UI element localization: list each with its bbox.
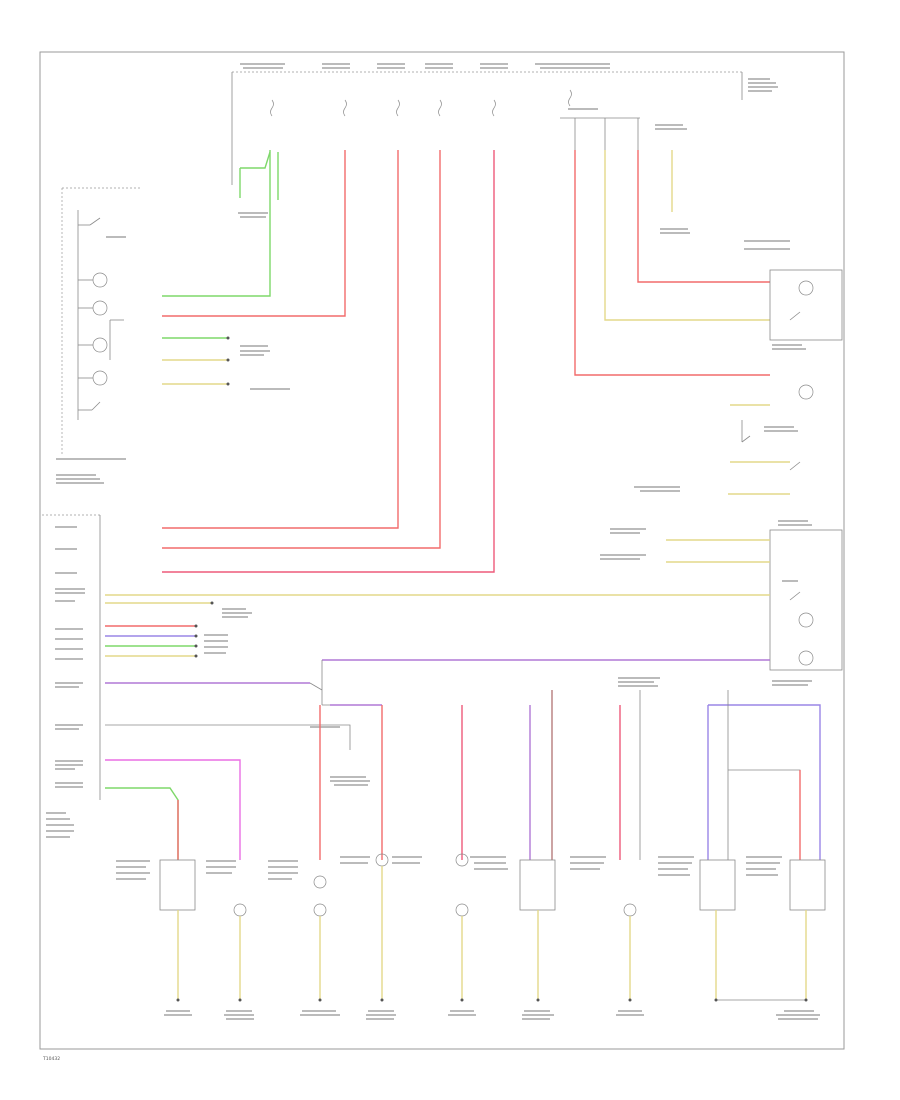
lower-feed-wires	[105, 677, 821, 860]
ground-drop-green	[238, 151, 279, 218]
fuse-box-top	[231, 63, 778, 185]
figure-id: T10432	[42, 1056, 60, 1062]
diagram-frame	[39, 51, 845, 1050]
right-module	[600, 520, 843, 686]
ground-drops	[176, 866, 808, 1002]
left-control-module	[42, 514, 101, 838]
fuse-header-labels	[240, 63, 778, 92]
right-top-wires	[574, 150, 790, 376]
right-switch-block	[634, 269, 843, 495]
fuse-feed-wires	[162, 150, 495, 573]
component-row	[116, 853, 826, 917]
left-switch-module	[56, 187, 140, 484]
ground-labels	[164, 1010, 820, 1020]
left-module-wires	[162, 150, 346, 390]
bus-wires	[105, 594, 770, 706]
fuse-symbols	[270, 89, 687, 150]
